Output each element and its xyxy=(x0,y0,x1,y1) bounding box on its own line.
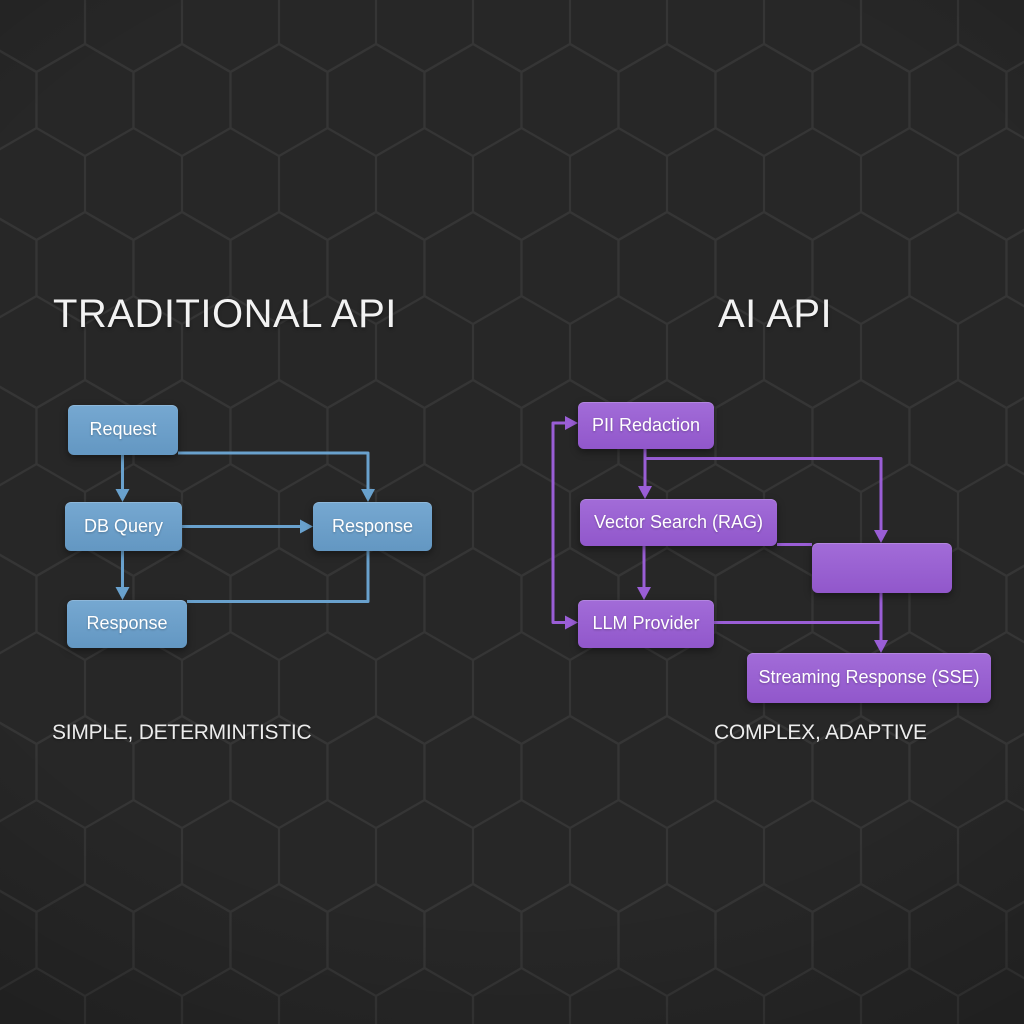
node-pii-redaction-label: PII Redaction xyxy=(591,414,701,435)
node-llm-provider: LLM Provider xyxy=(578,600,714,648)
arrow-pii-to-vector xyxy=(638,449,652,499)
left-panel-caption: SIMPLE, DETERMINTISTIC xyxy=(52,721,312,744)
node-db-query-label: DB Query xyxy=(83,515,164,536)
arrow-request-to-response-mid xyxy=(178,451,375,502)
node-request: Request xyxy=(68,405,178,455)
arrow-unlabeled-box-to-sse xyxy=(874,593,888,653)
node-response-bottom: Response xyxy=(67,600,187,648)
node-streaming-response-label: Streaming Response (SSE) xyxy=(758,667,980,688)
right-panel-title: AI API xyxy=(718,292,833,336)
node-response-mid-label: Response xyxy=(331,515,414,536)
right-panel-caption: COMPLEX, ADAPTIVE xyxy=(714,721,927,744)
node-vector-search: Vector Search (RAG) xyxy=(580,499,777,546)
node-response-mid: Response xyxy=(313,502,432,551)
arrow-dbquery-to-response-bottom xyxy=(115,551,130,600)
node-db-query: DB Query xyxy=(65,502,182,551)
node-streaming-response: Streaming Response (SSE) xyxy=(747,653,991,703)
arrow-vector-to-llm xyxy=(637,546,651,600)
node-vector-search-label: Vector Search (RAG) xyxy=(593,511,764,532)
arrow-dbquery-to-response-mid xyxy=(182,519,313,534)
arrow-pii-branch-to-unlabeled-box xyxy=(645,457,888,543)
node-pii-redaction: PII Redaction xyxy=(578,402,714,449)
node-unlabeled-box xyxy=(812,543,952,593)
node-response-bottom-label: Response xyxy=(86,613,168,634)
arrow-request-to-dbquery xyxy=(115,455,130,502)
line-response-mid-to-response-bottom xyxy=(187,551,370,603)
node-request-label: Request xyxy=(89,419,157,440)
node-llm-provider-label: LLM Provider xyxy=(592,613,700,634)
left-panel-title: TRADITIONAL API xyxy=(53,292,397,336)
bracket-loop-to-pii-and-llm xyxy=(551,416,578,630)
